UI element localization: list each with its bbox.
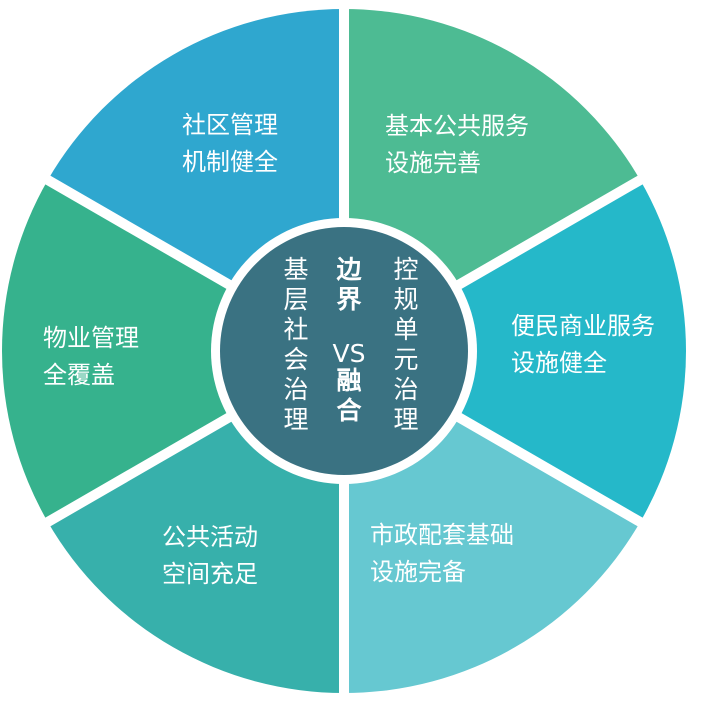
center-middle-bottom: 融合 [336, 366, 362, 425]
segment-label-line-1: 市政配套基础 [370, 521, 514, 549]
segment-label-line-2: 设施完备 [370, 558, 466, 586]
segment-label-line-2: 设施健全 [511, 349, 607, 377]
segment-label-line-2: 设施完善 [385, 149, 481, 177]
center-right-column: 控规单元治理 [393, 255, 418, 434]
segment-label-line-2: 空间充足 [162, 560, 258, 588]
center-circle [220, 227, 468, 475]
segment-label-line-1: 社区管理 [182, 111, 278, 139]
segment-public-services [344, 180, 686, 522]
center-vs-label: VS [333, 339, 366, 368]
segment-label-line-1: 公共活动 [162, 523, 258, 551]
segment-label-public-services: 基本公共服务 设施完善 [385, 112, 529, 177]
segment-label-property-management: 物业管理 全覆盖 [43, 324, 139, 389]
segment-public-activity [2, 180, 345, 522]
segment-label-community-mechanism: 社区管理 机制健全 [182, 111, 278, 176]
center-left-column: 基层社会治理 [283, 255, 308, 434]
segment-label-line-2: 机制健全 [182, 148, 278, 176]
segment-label-public-activity: 公共活动 空间充足 [162, 523, 258, 588]
segment-label-commercial-services: 便民商业服务 设施健全 [511, 312, 655, 377]
segment-label-line-2: 全覆盖 [43, 361, 115, 389]
segment-label-line-1: 基本公共服务 [385, 112, 529, 140]
segment-label-line-1: 便民商业服务 [511, 312, 655, 340]
segment-label-line-1: 物业管理 [43, 324, 139, 352]
segment-label-municipal-infra: 市政配套基础 设施完备 [370, 521, 514, 586]
center-middle-top: 边界 [336, 255, 362, 314]
